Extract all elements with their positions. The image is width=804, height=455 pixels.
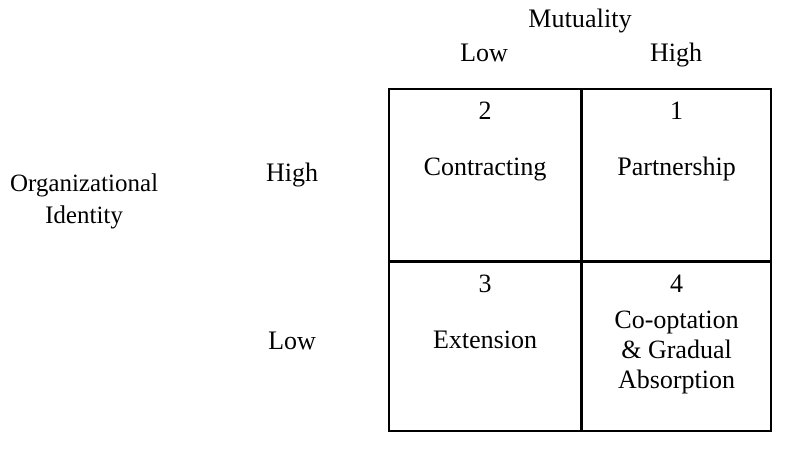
cell-label-line: & Gradual <box>621 335 732 364</box>
cell-label-partnership: Partnership <box>583 152 770 182</box>
cell-label-extension: Extension <box>390 325 580 355</box>
matrix-cell-4[interactable]: 4 Co-optation & Gradual Absorption <box>580 260 770 430</box>
row-axis-title-line2: Identity <box>45 202 123 229</box>
cell-number-1: 1 <box>670 96 683 125</box>
cell-label-line: Contracting <box>423 152 547 181</box>
matrix-cell-1[interactable]: 1 Partnership <box>580 90 770 260</box>
column-header-high: High <box>650 38 702 67</box>
column-header-low: Low <box>460 38 508 67</box>
cell-label-line: Partnership <box>617 152 736 181</box>
cell-label-line: Extension <box>433 325 537 354</box>
matrix-cell-2[interactable]: 2 Contracting <box>390 90 580 260</box>
cell-label-contracting: Contracting <box>390 152 580 182</box>
row-axis-title: Organizational Identity <box>0 168 168 232</box>
column-axis-title: Mutuality <box>528 4 632 33</box>
row-axis-title-line1: Organizational <box>9 170 159 197</box>
cell-label-line: Co-optation <box>614 305 739 334</box>
cell-number-2: 2 <box>478 96 492 125</box>
cell-number-3: 3 <box>478 269 492 298</box>
matrix-cell-3[interactable]: 3 Extension <box>390 260 580 430</box>
row-header-low: Low <box>268 326 316 355</box>
cell-label-cooptation: Co-optation & Gradual Absorption <box>583 305 770 395</box>
cell-label-line: Absorption <box>618 365 735 394</box>
row-header-high: High <box>266 158 318 187</box>
cell-number-4: 4 <box>670 269 683 298</box>
matrix-grid: 2 Contracting 1 Partnership 3 Extension … <box>388 88 772 432</box>
